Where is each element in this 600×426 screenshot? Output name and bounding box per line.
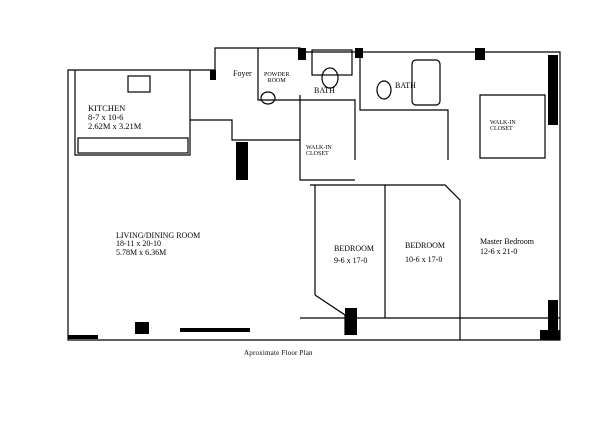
sink — [260, 91, 276, 105]
column-2 — [236, 142, 248, 180]
column-6 — [548, 55, 558, 125]
powder-room-name-1: POWDER — [264, 72, 290, 78]
closet-wall-2 — [479, 94, 546, 159]
wall-segment-3 — [540, 330, 560, 340]
bedroom-1-dims: 9-6 x 17-0 — [334, 256, 368, 266]
walkin-closet-1-name-2: CLOSET — [306, 151, 329, 158]
column-3 — [298, 48, 306, 60]
bath-2-label: BATH — [395, 81, 416, 90]
living-dining-label: LIVING/DINING ROOM 18-11 x 20-10 5.78M x… — [116, 231, 201, 257]
powder-room-label: POWDER ROOM — [264, 72, 289, 85]
foyer-label: Foyer — [233, 69, 252, 78]
bedroom-1-name: BEDROOM — [334, 244, 375, 253]
wall-segment-2 — [68, 335, 98, 339]
walkin-closet-2-name-1: WALK-IN — [490, 120, 516, 126]
walkin-closet-1-label: WALK-IN CLOSET — [306, 145, 332, 158]
walkin-closet-2-label: WALK-IN CLOSET — [490, 120, 516, 133]
powder-room-wall — [257, 48, 300, 101]
core-wall — [190, 95, 301, 141]
toilet — [321, 67, 339, 89]
bath-wall — [300, 99, 356, 160]
column-8 — [345, 308, 357, 335]
powder-room-name-2: ROOM — [267, 78, 286, 85]
vanity — [311, 49, 353, 76]
kitchen-dims-ft: 8-7 x 10-6 — [88, 111, 124, 122]
bedroom-2-name: BEDROOM — [405, 241, 446, 250]
master-bedroom-name: Master Bedroom — [480, 237, 534, 246]
plan-caption: Aproximate Floor Plan — [244, 349, 313, 357]
column-9 — [135, 322, 149, 334]
walkin-closet-1-name-1: WALK-IN — [306, 145, 332, 151]
bath-1-label: BATH — [314, 86, 335, 95]
bedroom-2-dims: 10-6 x 17-0 — [405, 255, 443, 265]
master-bedroom-label: Master Bedroom 12-6 x 21-0 — [480, 237, 534, 257]
living-dining-dims-ft: 18-11 x 20-10 — [116, 239, 162, 249]
walkin-closet-2-name-2: CLOSET — [490, 126, 513, 133]
living-dining-dims-m: 5.78M x 6.36M — [116, 247, 167, 257]
column — [210, 70, 216, 80]
living-dining-name: LIVING/DINING ROOM — [116, 231, 201, 240]
kitchen-counter — [77, 137, 189, 154]
column-5 — [475, 48, 485, 60]
master-bedroom-dims: 12-6 x 21-0 — [480, 247, 518, 257]
bedroom-angled-wall — [314, 294, 346, 335]
bedroom-2-label: BEDROOM 10-6 x 17-0 — [405, 241, 446, 265]
column-4 — [355, 48, 363, 58]
toilet-2 — [376, 80, 392, 100]
bedroom-wall — [310, 184, 461, 340]
bath-wall-2 — [359, 48, 449, 160]
column-7 — [548, 300, 558, 335]
tub — [411, 59, 441, 106]
kitchen-range — [127, 75, 151, 93]
closet-wall — [299, 140, 355, 181]
kitchen-wall — [74, 70, 191, 156]
kitchen-dims-m: 2.62M x 3.21M — [88, 120, 142, 131]
kitchen-label: KITCHEN 8-7 x 10-6 2.62M x 3.21M — [88, 104, 141, 131]
kitchen-name: KITCHEN — [88, 103, 126, 113]
bedroom-1-label: BEDROOM 9-6 x 17-0 — [334, 244, 375, 266]
wall-segment — [180, 328, 250, 332]
